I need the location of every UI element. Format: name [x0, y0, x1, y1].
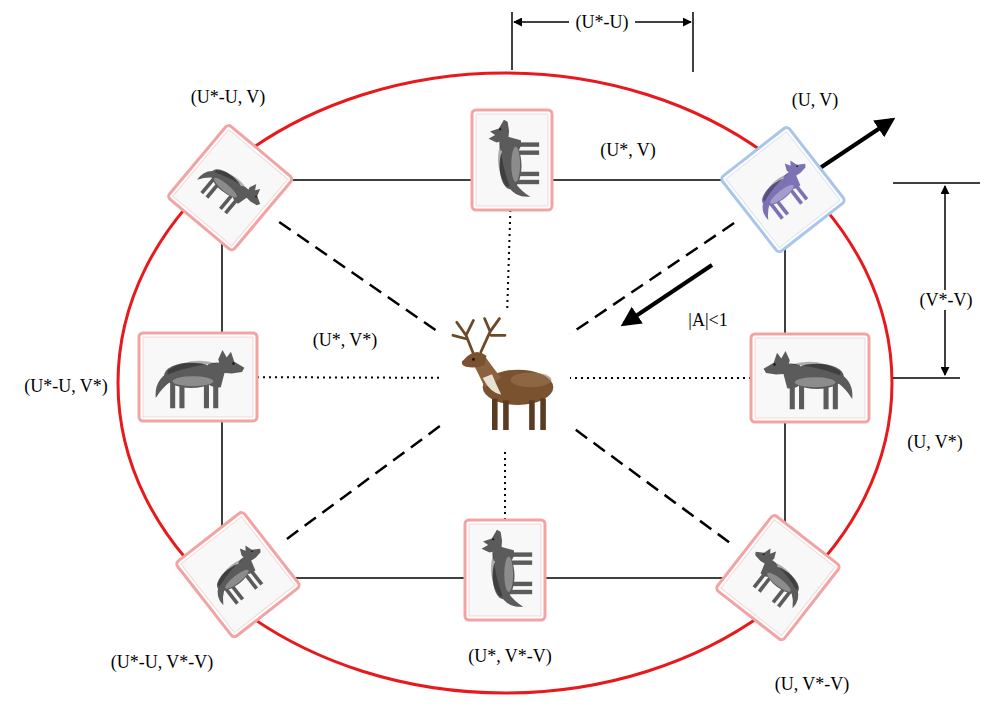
position-label: (U*, V*) — [313, 330, 378, 350]
position-label: (U*-U, V*) — [24, 376, 108, 396]
dotted-link — [570, 377, 751, 379]
dimension-label: |A|<1 — [686, 310, 729, 330]
dashed-link — [287, 426, 440, 539]
dotted-link — [507, 210, 510, 308]
dimension-label: (V*-V) — [918, 290, 975, 310]
dashed-link — [279, 222, 440, 333]
dimension-arrow — [635, 21, 691, 23]
wolf-illustration — [729, 528, 827, 627]
position-label: (U*, V) — [600, 140, 656, 160]
wolf-illustration — [465, 520, 545, 620]
wolf-frame: (U, V*) — [751, 334, 869, 422]
reindeer-illustration — [440, 308, 570, 448]
dashed-link — [570, 223, 734, 334]
position-label: (U, V*) — [907, 432, 963, 452]
position-rectangle — [222, 180, 785, 578]
position-label: (U*-U, V*-V) — [111, 652, 214, 672]
dimension-tick — [692, 12, 694, 72]
dashed-link — [570, 426, 729, 543]
dimension-tick — [893, 377, 960, 379]
wolf-illustration — [189, 525, 287, 624]
wolf-illustration — [751, 334, 869, 422]
wolf-frame: (U*-U, V*) — [139, 333, 257, 421]
wolf-illustration — [139, 333, 257, 421]
dotted-link — [504, 448, 506, 520]
dimension-tick — [511, 12, 513, 70]
dimension-tick — [893, 182, 980, 184]
position-label: (U, V) — [792, 90, 839, 110]
position-label: (U*-U, V) — [191, 87, 266, 107]
wolf-frame: (U, V*-V) — [729, 528, 827, 627]
dimension-arrow — [514, 21, 569, 23]
position-label: (U, V*-V) — [775, 674, 850, 694]
wolf-illustration — [734, 140, 832, 239]
position-label: (U*, V*-V) — [468, 646, 552, 666]
dimension-label: (U*-U) — [574, 12, 631, 32]
wolf-frame: (U*, V*-V) — [465, 520, 545, 620]
dotted-link — [257, 376, 440, 379]
wolf-frame: (U*-U, V*-V) — [189, 525, 287, 624]
search-ellipse — [118, 73, 892, 693]
wolf-illustration — [181, 138, 279, 237]
wolf-frame: (U*, V) — [472, 110, 552, 210]
wolf-frame: (U*-U, V) — [181, 138, 279, 237]
dimension-arrow — [944, 186, 946, 375]
wolf-illustration — [472, 110, 552, 210]
prey-figure: (U*, V*) — [440, 308, 570, 448]
wolf-frame: (U, V) — [734, 140, 832, 239]
